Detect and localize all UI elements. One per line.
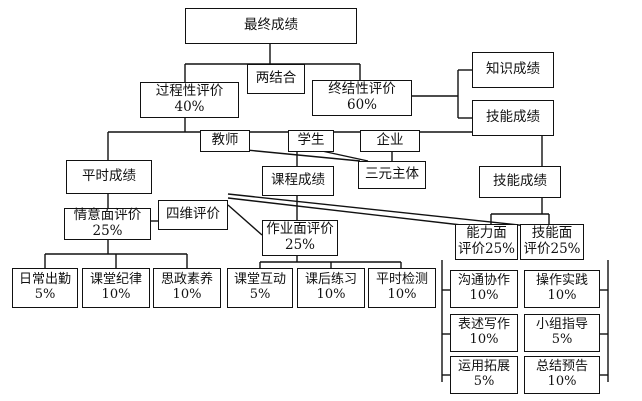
skill-item-summary: 总结预告 10% xyxy=(524,356,600,394)
leaf-usual-test-label: 平时检测 xyxy=(375,272,428,288)
skill-score-label: 技能成绩 xyxy=(493,173,547,190)
knowledge-score-box: 知识成绩 xyxy=(472,52,554,88)
ability-item-pct: 5% xyxy=(473,374,495,389)
ability-eval-pct: 评价25% xyxy=(457,241,515,257)
emotion-eval-pct: 25% xyxy=(92,223,123,239)
process-eval-pct: 40% xyxy=(174,99,205,115)
leaf-discipline-label: 课堂纪律 xyxy=(89,272,142,288)
leaf-ideology: 思政素养 10% xyxy=(153,268,221,308)
leaf-attendance: 日常出勤 5% xyxy=(12,268,78,308)
emotion-eval-box: 情意面评价 25% xyxy=(64,208,151,240)
combine-label: 两结合 xyxy=(255,70,297,87)
ability-item-pct: 10% xyxy=(469,288,499,303)
process-eval-box: 过程性评价 40% xyxy=(140,82,239,118)
leaf-ideology-label: 思政素养 xyxy=(160,272,213,288)
leaf-discipline-pct: 10% xyxy=(101,287,131,302)
leaf-attendance-pct: 5% xyxy=(34,287,56,302)
leaf-usual-test: 平时检测 10% xyxy=(368,268,436,308)
four-dim-eval-box: 四维评价 xyxy=(158,200,228,230)
skill-item-label: 操作实践 xyxy=(535,273,588,289)
skill-item-pct: 10% xyxy=(547,374,577,389)
final-score-box: 最终成绩 xyxy=(185,8,357,44)
enterprise-box: 企业 xyxy=(360,130,420,152)
summative-eval-label: 终结性评价 xyxy=(328,81,396,98)
usual-score-label: 平时成绩 xyxy=(82,168,136,185)
course-score-label: 课程成绩 xyxy=(271,172,325,189)
ability-item-communication: 沟通协作 10% xyxy=(450,270,518,308)
ability-item-label: 运用拓展 xyxy=(457,359,510,375)
skill-score-top-label: 技能成绩 xyxy=(486,109,540,126)
leaf-ideology-pct: 10% xyxy=(172,287,202,302)
ability-eval-box: 能力面 评价25% xyxy=(455,224,518,260)
ability-eval-label: 能力面 xyxy=(466,225,507,242)
skill-item-operation: 操作实践 10% xyxy=(524,270,600,308)
ability-item-label: 沟通协作 xyxy=(457,273,510,289)
skill-item-pct: 5% xyxy=(551,332,573,347)
tri-subject-box: 三元主体 xyxy=(358,161,426,189)
skillface-eval-pct: 评价25% xyxy=(523,241,581,257)
teacher-box: 教师 xyxy=(200,130,250,152)
emotion-eval-label: 情意面评价 xyxy=(73,207,142,224)
summative-eval-box: 终结性评价 60% xyxy=(312,80,412,116)
skill-score-top-box: 技能成绩 xyxy=(472,100,554,136)
skill-item-group-guidance: 小组指导 5% xyxy=(524,314,600,352)
skill-score-box: 技能成绩 xyxy=(479,166,561,198)
leaf-interaction: 课堂互动 5% xyxy=(227,268,293,308)
usual-score-box: 平时成绩 xyxy=(66,160,152,194)
ability-item-pct: 10% xyxy=(469,332,499,347)
summative-eval-pct: 60% xyxy=(346,97,377,113)
homework-eval-label: 作业面评价 xyxy=(266,221,334,238)
teacher-label: 教师 xyxy=(211,132,239,149)
tri-subject-label: 三元主体 xyxy=(365,166,419,183)
ability-item-writing: 表述写作 10% xyxy=(450,314,518,352)
skillface-eval-box: 技能面 评价25% xyxy=(520,224,584,260)
leaf-attendance-label: 日常出勤 xyxy=(18,272,71,288)
enterprise-label: 企业 xyxy=(376,132,404,149)
skill-item-label: 小组指导 xyxy=(535,317,588,333)
four-dim-eval-label: 四维评价 xyxy=(166,206,220,223)
leaf-after-practice: 课后练习 10% xyxy=(297,268,365,308)
homework-eval-box: 作业面评价 25% xyxy=(262,220,338,256)
student-box: 学生 xyxy=(288,130,334,152)
process-eval-label: 过程性评价 xyxy=(155,83,224,100)
leaf-after-practice-pct: 10% xyxy=(316,287,346,302)
ability-item-application: 运用拓展 5% xyxy=(450,356,518,394)
skill-item-label: 总结预告 xyxy=(535,359,588,375)
course-score-box: 课程成绩 xyxy=(262,166,334,196)
leaf-discipline: 课堂纪律 10% xyxy=(82,268,150,308)
skill-item-pct: 10% xyxy=(547,288,577,303)
leaf-interaction-pct: 5% xyxy=(249,287,271,302)
leaf-usual-test-pct: 10% xyxy=(387,287,417,302)
leaf-interaction-label: 课堂互动 xyxy=(233,272,286,288)
ability-item-label: 表述写作 xyxy=(457,317,510,333)
homework-eval-pct: 25% xyxy=(284,237,315,253)
combine-box: 两结合 xyxy=(247,64,305,94)
student-label: 学生 xyxy=(297,132,325,149)
knowledge-score-label: 知识成绩 xyxy=(486,61,540,78)
skillface-eval-label: 技能面 xyxy=(531,225,573,242)
leaf-after-practice-label: 课后练习 xyxy=(304,272,357,288)
final-score-label: 最终成绩 xyxy=(244,17,298,34)
